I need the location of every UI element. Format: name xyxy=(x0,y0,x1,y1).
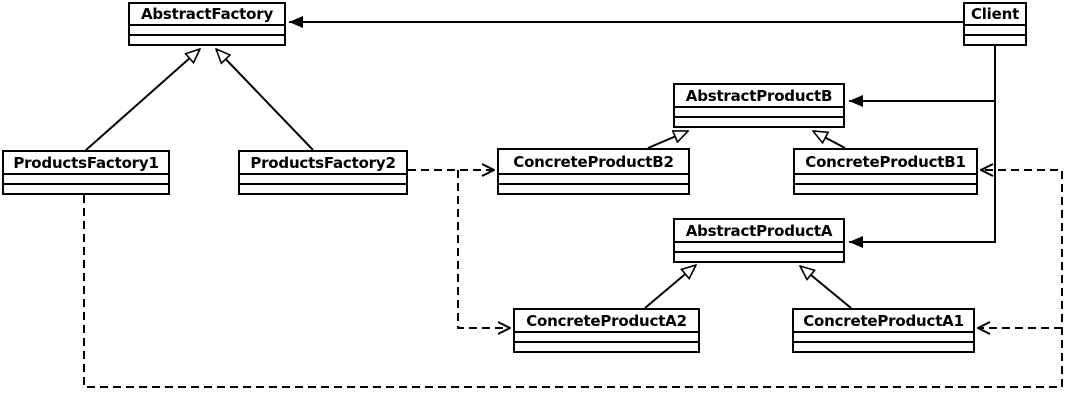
attributes-compartment xyxy=(240,175,406,185)
class-box-client[interactable]: Client xyxy=(963,2,1027,46)
class-box-abstractfactory[interactable]: AbstractFactory xyxy=(128,2,286,46)
methods-compartment xyxy=(794,343,973,351)
edge-productsfactory2-abstractfactory xyxy=(216,49,314,151)
class-box-concreteproducta1[interactable]: ConcreteProductA1 xyxy=(792,308,975,353)
edge-concreteproductb2-abstractproductb xyxy=(647,130,688,149)
methods-compartment xyxy=(240,185,406,193)
edge-productsfactory2-concreteproducta2 xyxy=(457,170,510,328)
attributes-compartment xyxy=(675,108,843,118)
class-title: ProductsFactory2 xyxy=(240,152,406,175)
methods-compartment xyxy=(515,343,698,351)
class-box-abstractproducta[interactable]: AbstractProductA xyxy=(673,218,845,263)
class-box-concreteproducta2[interactable]: ConcreteProductA2 xyxy=(513,308,700,353)
class-box-concreteproductb1[interactable]: ConcreteProductB1 xyxy=(793,148,978,195)
class-box-productsfactory2[interactable]: ProductsFactory2 xyxy=(238,150,408,195)
attributes-compartment xyxy=(4,175,168,185)
class-title: Client xyxy=(965,4,1025,26)
class-title: AbstractProductB xyxy=(675,85,843,108)
attributes-compartment xyxy=(794,333,973,343)
edge-client-abstractproducta xyxy=(849,46,996,248)
edge-productsfactory1-concreteproductb1 xyxy=(83,170,1063,388)
methods-compartment xyxy=(499,185,688,193)
class-box-productsfactory1[interactable]: ProductsFactory1 xyxy=(2,150,170,195)
methods-compartment xyxy=(675,118,843,126)
methods-compartment xyxy=(795,185,976,193)
methods-compartment xyxy=(965,36,1025,44)
edge-productsfactory1-abstractfactory xyxy=(85,49,200,151)
attributes-compartment xyxy=(965,26,1025,36)
class-title: ConcreteProductB1 xyxy=(795,150,976,175)
class-title: ConcreteProductA1 xyxy=(794,310,973,333)
edge-concreteproducta2-abstractproducta xyxy=(644,265,696,309)
attributes-compartment xyxy=(795,175,976,185)
attributes-compartment xyxy=(515,333,698,343)
methods-compartment xyxy=(4,185,168,193)
class-title: ProductsFactory1 xyxy=(4,152,168,175)
class-title: ConcreteProductB2 xyxy=(499,150,688,175)
class-title: AbstractFactory xyxy=(130,4,284,26)
attributes-compartment xyxy=(499,175,688,185)
class-box-abstractproductb[interactable]: AbstractProductB xyxy=(673,83,845,128)
attributes-compartment xyxy=(130,26,284,36)
class-title: AbstractProductA xyxy=(675,220,843,243)
methods-compartment xyxy=(130,36,284,44)
class-box-concreteproductb2[interactable]: ConcreteProductB2 xyxy=(497,148,690,195)
methods-compartment xyxy=(675,253,843,261)
class-title: ConcreteProductA2 xyxy=(515,310,698,333)
attributes-compartment xyxy=(675,243,843,253)
edge-concreteproducta1-abstractproducta xyxy=(800,266,852,309)
edge-concreteproductb1-abstractproductb xyxy=(813,131,846,149)
